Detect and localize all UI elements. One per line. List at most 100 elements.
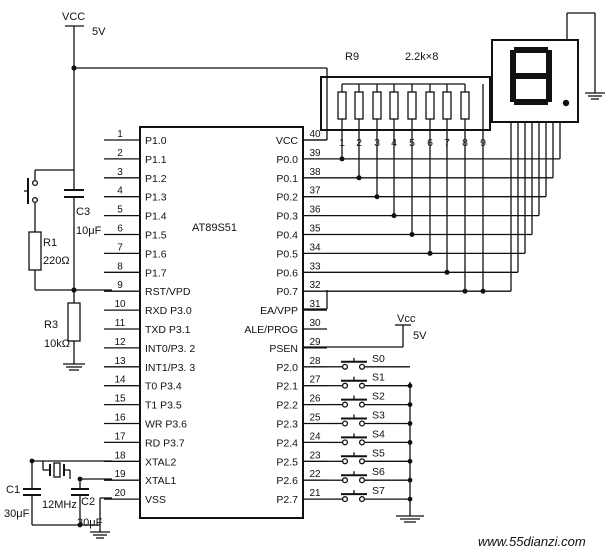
- pin-number: 15: [114, 394, 126, 405]
- pin-name: RXD P3.0: [145, 305, 192, 317]
- pin-number: 14: [114, 375, 126, 386]
- capacitor-c1: [23, 488, 41, 525]
- pin-name: P1.2: [145, 173, 167, 185]
- display-common-wire: [566, 12, 605, 100]
- switch-s4: S4: [327, 428, 413, 446]
- pin-number: 40: [309, 129, 321, 140]
- pin-5: 5P1.4: [104, 205, 167, 223]
- pin-number: 13: [114, 356, 126, 367]
- pin-number: 4: [117, 186, 123, 197]
- pin-name: T0 P3.4: [145, 381, 182, 393]
- pin-name: P1.4: [145, 211, 167, 223]
- vcc-label: VCC: [62, 11, 85, 23]
- ground-r3: [63, 363, 85, 371]
- pin-name: PSEN: [269, 343, 298, 355]
- pin-number: 34: [309, 242, 321, 253]
- switch-s0: S0: [327, 353, 410, 370]
- r3-name: R3: [44, 319, 58, 331]
- chip-name: AT89S51: [192, 222, 237, 234]
- p0-line: [327, 122, 540, 219]
- switch-label: S4: [372, 428, 385, 440]
- switch-label: S5: [372, 447, 385, 459]
- r9-name: R9: [345, 51, 359, 63]
- seven-segment-display: [491, 39, 579, 123]
- pin-number: 33: [309, 261, 321, 272]
- switch-label: S6: [372, 466, 385, 478]
- pin-17: 17 RD P3.7: [104, 431, 185, 449]
- pin-name: P2.1: [276, 381, 298, 393]
- resistor-array-r9: [320, 76, 491, 131]
- pin-name: TXD P3.1: [145, 324, 191, 336]
- pin-name: RD P3.7: [145, 437, 185, 449]
- pin-number: 25: [309, 413, 321, 424]
- pin-name: P2.3: [276, 419, 298, 431]
- pin-name: P0.1: [276, 173, 298, 185]
- pin-number: 1: [117, 129, 123, 140]
- pin-number: 22: [309, 469, 321, 480]
- r3-value: 10kΩ: [44, 338, 70, 350]
- c3-value: 10μF: [76, 225, 102, 237]
- pin-number: 24: [309, 431, 321, 442]
- display-segment-wires: [327, 122, 561, 294]
- pin-number: 37: [309, 186, 321, 197]
- pin-number: 17: [114, 431, 126, 442]
- pin-number: 9: [117, 280, 123, 291]
- c3-name: C3: [76, 206, 90, 218]
- pin-number: 2: [117, 148, 123, 159]
- seven-segment-digit-8: [510, 47, 570, 107]
- pin-number: 28: [309, 356, 321, 367]
- reset-switch: [24, 169, 74, 232]
- switch-s1: S1: [327, 372, 413, 389]
- pin-name: P1.0: [145, 135, 167, 147]
- pin-name: P1.1: [145, 154, 167, 166]
- resistor-r1: [28, 231, 112, 291]
- switch-label: S0: [372, 353, 385, 365]
- p0-line: [327, 122, 526, 256]
- pin-8: 8P1.7: [104, 261, 167, 279]
- pin-name: T1 P3.5: [145, 400, 182, 412]
- pin-name: VSS: [145, 494, 166, 506]
- pin-number: 27: [309, 375, 321, 386]
- p0-line: [327, 122, 512, 294]
- r1-value: 220Ω: [43, 255, 70, 267]
- pin-name: P0.3: [276, 211, 298, 223]
- pin-number: 10: [114, 299, 126, 310]
- pin-number: 19: [114, 469, 126, 480]
- pin-3: 3P1.2: [104, 167, 167, 185]
- p0-line: [327, 122, 519, 275]
- p0-line: [327, 122, 554, 181]
- switch-s6: S6: [327, 466, 413, 484]
- capacitor-c3: [64, 189, 84, 290]
- pin-name: P0.0: [276, 154, 298, 166]
- r9-resistor: [460, 84, 470, 130]
- pin-name: WR P3.6: [145, 419, 187, 431]
- right-pins: 40VCC39P0.038P0.137P0.236P0.335P0.434P0.…: [244, 129, 327, 506]
- pin-name: P2.2: [276, 400, 298, 412]
- r9-value: 2.2k×8: [405, 51, 438, 63]
- capacitor-c2: [71, 488, 89, 525]
- c2-name: C2: [81, 496, 95, 508]
- pin-name: P0.6: [276, 267, 298, 279]
- p0-line: [327, 122, 561, 162]
- left-pins: 1P1.02P1.13P1.24P1.35P1.46P1.57P1.68P1.7…: [104, 129, 195, 506]
- r9-resistor: [389, 84, 399, 130]
